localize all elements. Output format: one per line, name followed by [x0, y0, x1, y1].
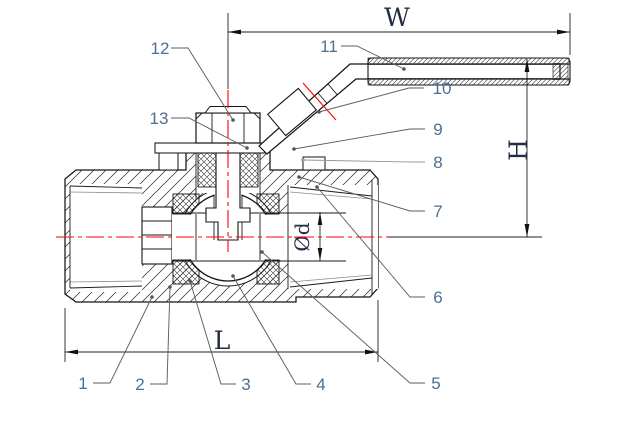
part-label-5: 5	[431, 374, 440, 393]
part-label-8: 8	[433, 153, 442, 172]
part-label-4: 4	[316, 375, 325, 394]
part-label-3: 3	[241, 375, 250, 394]
part-leader-1	[93, 295, 154, 384]
part-leader-3	[188, 279, 236, 385]
stop-pin	[302, 156, 326, 171]
part-leader-4	[231, 274, 311, 385]
nut-washer	[203, 106, 253, 114]
dimension-w-label: W	[384, 3, 410, 32]
left-port	[69, 184, 173, 292]
part-leader-5	[260, 250, 425, 384]
part-label-9: 9	[433, 120, 442, 139]
part-label-1: 1	[78, 374, 87, 393]
part-leader-7	[297, 175, 425, 212]
gland-plate	[154, 142, 269, 154]
part-labels: 1 2 3 4 5 6 7 8 9 10 11 12 13	[78, 37, 451, 394]
part-leader-12	[171, 47, 235, 122]
bore-lines	[172, 212, 346, 262]
part-label-13: 13	[150, 109, 169, 128]
part-leader-2	[150, 285, 172, 385]
part-label-6: 6	[433, 288, 442, 307]
part-label-12: 12	[151, 39, 170, 58]
part-leader-8	[301, 158, 425, 163]
dimension-w: W	[227, 3, 571, 89]
dimension-h-label: H	[504, 139, 533, 161]
part-leader-11	[341, 45, 406, 71]
stem-packing	[197, 151, 259, 188]
dimension-h: H	[388, 59, 542, 238]
dimension-l: L	[64, 300, 379, 362]
handle	[258, 57, 571, 155]
lever-collar	[266, 87, 318, 137]
left-stop-block	[158, 152, 179, 171]
dimension-l-label: L	[214, 326, 231, 355]
right-seat-lower	[256, 259, 280, 285]
part-label-2: 2	[135, 375, 144, 394]
part-leaders	[93, 45, 425, 385]
part-label-7: 7	[433, 202, 442, 221]
part-leader-10	[317, 87, 424, 114]
part-leader-13	[171, 117, 249, 150]
handle-axis-centerline	[302, 82, 337, 121]
part-leader-9	[292, 128, 425, 151]
part-label-10: 10	[433, 79, 452, 98]
thread-engagement-block	[141, 206, 173, 265]
valve-seats	[172, 193, 280, 285]
part-leader-6	[315, 185, 425, 298]
part-label-11: 11	[320, 37, 338, 56]
lever-grip-sleeve	[367, 57, 571, 86]
centerlines	[56, 82, 388, 252]
